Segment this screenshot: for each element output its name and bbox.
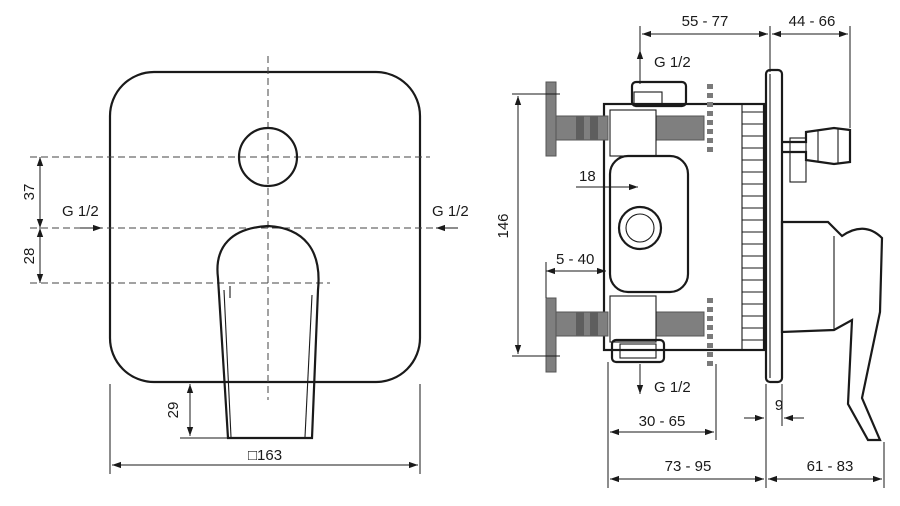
lower-pipe-collar xyxy=(576,312,584,336)
inlet-left-label: G 1/2 xyxy=(62,203,99,220)
center-window xyxy=(608,154,690,294)
lower-pipe-collar2 xyxy=(590,312,598,336)
lever-edge-right xyxy=(304,294,313,438)
lower-flange xyxy=(545,297,557,373)
body-housing xyxy=(602,102,766,352)
side-lever xyxy=(780,220,884,442)
upper-thread xyxy=(655,115,705,141)
dim-28-label: 28 xyxy=(21,248,38,265)
outlet-top-label: G 1/2 xyxy=(654,54,691,71)
side-view: 55 - 77 44 - 66 G 1/2 xyxy=(495,13,885,488)
diverter-spindle xyxy=(782,126,852,166)
upper-pipe-collar xyxy=(576,116,584,140)
dim-30-65-label: 30 - 65 xyxy=(639,413,686,430)
upper-fitting xyxy=(609,109,657,157)
dim-18-label: 18 xyxy=(579,168,596,185)
lever-handle xyxy=(216,224,320,440)
upper-flange xyxy=(545,81,557,157)
front-view: 37 28 G 1/2 G 1/2 29 □163 xyxy=(21,56,469,474)
outlet-bottom-label: G 1/2 xyxy=(654,379,691,396)
dim-73-95-label: 73 - 95 xyxy=(665,458,712,475)
wall-plate xyxy=(764,68,784,384)
lever-edge xyxy=(223,289,232,438)
dim-5-40-label: 5 - 40 xyxy=(556,251,594,268)
body-ribs xyxy=(742,111,764,341)
dim-163-label: □163 xyxy=(248,447,282,464)
dim-61-83-label: 61 - 83 xyxy=(807,458,854,475)
bottom-connector-nut xyxy=(619,343,657,359)
dim-44-66-label: 44 - 66 xyxy=(789,13,836,30)
dim-9-label: 9 xyxy=(775,397,783,414)
dim-37-label: 37 xyxy=(21,184,38,201)
diverter-knob xyxy=(237,126,299,188)
cover-plate xyxy=(108,70,422,384)
top-connector-nut xyxy=(633,91,663,107)
dim-146-label: 146 xyxy=(495,213,512,238)
inlet-right-label: G 1/2 xyxy=(432,203,469,220)
dim-55-77-label: 55 - 77 xyxy=(682,13,729,30)
top-connector xyxy=(630,80,688,108)
lower-thread xyxy=(655,311,705,337)
bottom-connector xyxy=(610,338,666,364)
upper-pipe-collar2 xyxy=(590,116,598,140)
lower-fitting xyxy=(609,295,657,343)
spindle-sleeve xyxy=(789,137,807,183)
dim-29-label: 29 xyxy=(165,402,182,419)
center-port-outer xyxy=(617,205,663,251)
center-port-inner xyxy=(625,213,655,243)
